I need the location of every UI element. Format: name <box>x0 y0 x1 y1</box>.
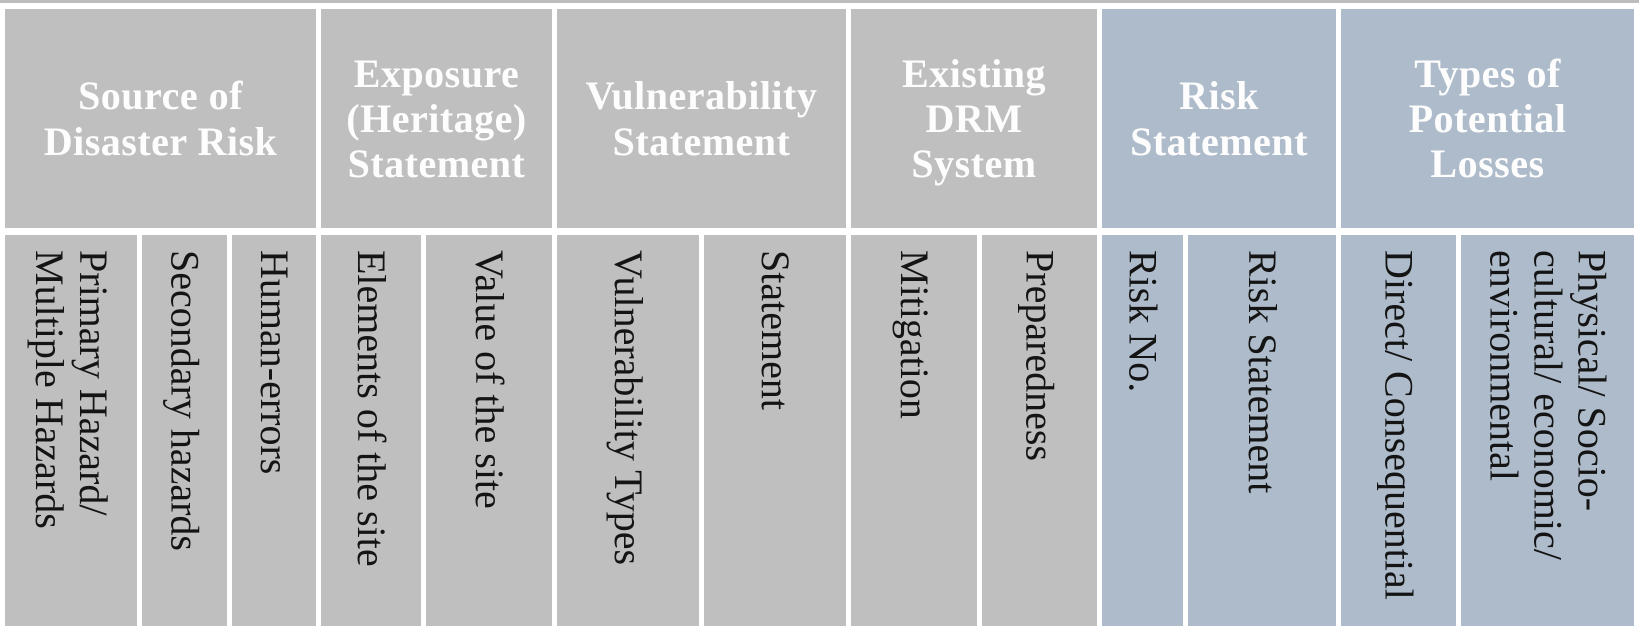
subheader-risk-no: Risk No. <box>1102 235 1183 626</box>
group-header-exposure-heritage-statement: Exposure (Heritage) Statement <box>321 9 552 228</box>
subheader-label: Physical/ Socio- cultural/ economic/ env… <box>1481 250 1615 560</box>
subheader-statement: Statement <box>704 235 846 626</box>
subheader-label: Human-errors <box>252 250 297 475</box>
subheader-label: Primary Hazard/ Multiple Hazards <box>27 250 116 529</box>
subheader-human-errors: Human-errors <box>232 235 316 626</box>
subheader-label: Value of the site <box>467 250 512 509</box>
group-header-risk-statement: Risk Statement <box>1102 9 1336 228</box>
subheader-mitigation: Mitigation <box>851 235 977 626</box>
subheader-label: Vulnerability Types <box>606 250 651 566</box>
group-header-types-of-potential-losses: Types of Potential Losses <box>1341 9 1634 228</box>
subheader-secondary-hazards: Secondary hazards <box>142 235 227 626</box>
subheader-vulnerability-types: Vulnerability Types <box>557 235 699 626</box>
subheader-label: Direct/ Consequential <box>1376 250 1422 600</box>
subheader-preparedness: Preparedness <box>982 235 1097 626</box>
subheader-risk-statement: Risk Statement <box>1188 235 1336 626</box>
group-header-source-of-disaster-risk: Source of Disaster Risk <box>5 9 316 228</box>
subheader-label: Risk No. <box>1120 250 1166 393</box>
group-header-existing-drm-system: Existing DRM System <box>851 9 1097 228</box>
subheader-direct-consequential: Direct/ Consequential <box>1341 235 1456 626</box>
subheader-primary-multiple-hazards: Primary Hazard/ Multiple Hazards <box>5 235 137 626</box>
subheader-value-of-site: Value of the site <box>426 235 552 626</box>
subheader-label: Preparedness <box>1017 250 1063 462</box>
subheader-potential-loss-types: Physical/ Socio- cultural/ economic/ env… <box>1461 235 1634 626</box>
subheader-label: Risk Statement <box>1240 250 1285 494</box>
subheader-label: Mitigation <box>892 250 937 419</box>
subheader-label: Statement <box>753 250 798 410</box>
subheader-label: Secondary hazards <box>162 250 208 551</box>
subheader-elements-of-site: Elements of the site <box>321 235 421 626</box>
group-header-vulnerability-statement: Vulnerability Statement <box>557 9 846 228</box>
subheader-label: Elements of the site <box>349 250 394 567</box>
